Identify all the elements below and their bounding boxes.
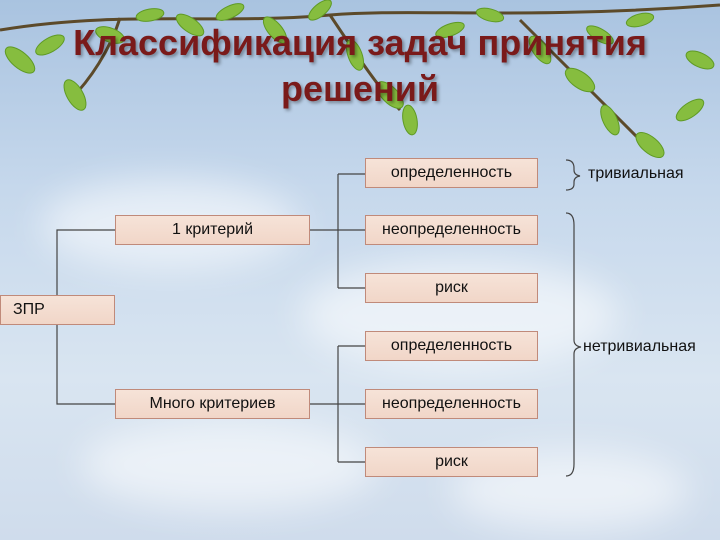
node-risk: риск bbox=[365, 447, 538, 477]
title-line-2: решений bbox=[280, 68, 440, 109]
group-label-trivial: тривиальная bbox=[588, 165, 684, 182]
node-many-criteria: Много критериев bbox=[115, 389, 310, 419]
node-certainty: определенность bbox=[365, 158, 538, 188]
node-certainty: определенность bbox=[365, 331, 538, 361]
title-line-1: Классификация задач принятия bbox=[73, 22, 647, 63]
cloud bbox=[80, 420, 380, 510]
node-uncertainty: неопределенность bbox=[365, 215, 538, 245]
root-node-zpr: ЗПР bbox=[0, 295, 115, 325]
node-uncertainty: неопределенность bbox=[365, 389, 538, 419]
node-risk: риск bbox=[365, 273, 538, 303]
group-label-nontrivial: нетривиальная bbox=[583, 338, 696, 355]
page-title: Классификация задач принятия решений bbox=[20, 20, 700, 112]
tree-leaves-decoration bbox=[0, 0, 720, 159]
node-one-criterion: 1 критерий bbox=[115, 215, 310, 245]
